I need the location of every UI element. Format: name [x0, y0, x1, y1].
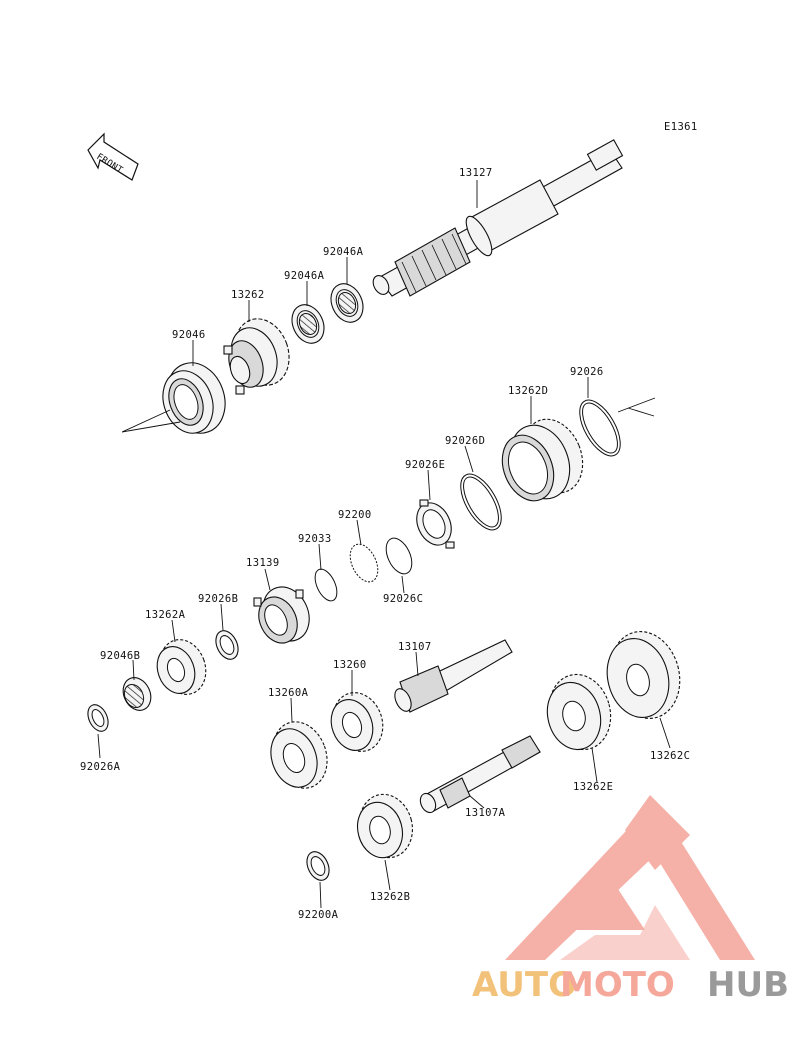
part-13262	[223, 318, 290, 395]
diagram-code: E1361	[664, 121, 698, 133]
part-92200	[349, 543, 379, 583]
watermark-moto: MOTO	[560, 965, 675, 1005]
label-92046A-upper: 92046A	[323, 246, 364, 258]
watermark-auto: AUTO	[472, 965, 577, 1005]
label-13262C: 13262C	[650, 750, 690, 762]
part-13139	[253, 586, 310, 644]
part-13262D	[501, 418, 584, 502]
part-13260A	[270, 721, 328, 789]
label-92026: 92026	[570, 366, 604, 378]
label-92026A: 92026A	[80, 761, 121, 773]
part-13107A	[419, 735, 541, 814]
label-13262E: 13262E	[573, 781, 613, 793]
front-arrow-icon: FRONT	[87, 132, 139, 181]
label-92026D: 92026D	[445, 435, 485, 447]
label-13107A: 13107A	[465, 807, 506, 819]
part-92026D	[460, 473, 502, 531]
label-92046B: 92046B	[100, 650, 140, 662]
label-13127: 13127	[459, 167, 493, 179]
label-92200A: 92200A	[298, 909, 339, 921]
label-92046: 92046	[172, 329, 206, 341]
watermark-text: AUTO MOTO HUB	[472, 965, 789, 1005]
part-92046B	[122, 677, 152, 711]
part-92046	[162, 362, 226, 434]
label-92046A-lower: 92046A	[284, 270, 325, 282]
part-13262B	[356, 793, 413, 859]
part-92026A	[87, 704, 109, 732]
part-13107	[394, 639, 513, 713]
part-92026	[579, 399, 621, 457]
label-92033: 92033	[298, 533, 332, 545]
label-13107: 13107	[398, 641, 432, 653]
part-13260	[330, 692, 384, 752]
label-13262: 13262	[231, 289, 265, 301]
watermark-hub: HUB	[707, 965, 789, 1005]
part-92026B	[215, 630, 239, 660]
part-92033	[314, 568, 338, 602]
label-13262B: 13262B	[370, 891, 410, 903]
part-13262C	[606, 631, 681, 719]
leader-lines	[97, 180, 671, 909]
label-13260: 13260	[333, 659, 367, 671]
label-13262A: 13262A	[145, 609, 186, 621]
part-92200A	[306, 851, 330, 881]
label-92026E: 92026E	[405, 459, 445, 471]
label-92200: 92200	[338, 509, 372, 521]
label-92026C: 92026C	[383, 593, 423, 605]
label-13139: 13139	[246, 557, 280, 569]
watermark-logo	[505, 795, 755, 960]
part-13262A	[156, 639, 207, 695]
part-13262E	[546, 673, 612, 751]
part-92046A-lower	[291, 304, 325, 344]
label-13262D: 13262D	[508, 385, 548, 397]
part-13127	[372, 139, 624, 297]
part-92046A-upper	[330, 283, 364, 323]
part-92026C	[385, 537, 413, 575]
label-13260A: 13260A	[268, 687, 309, 699]
label-92026B: 92026B	[198, 593, 238, 605]
part-92026E	[416, 499, 455, 549]
